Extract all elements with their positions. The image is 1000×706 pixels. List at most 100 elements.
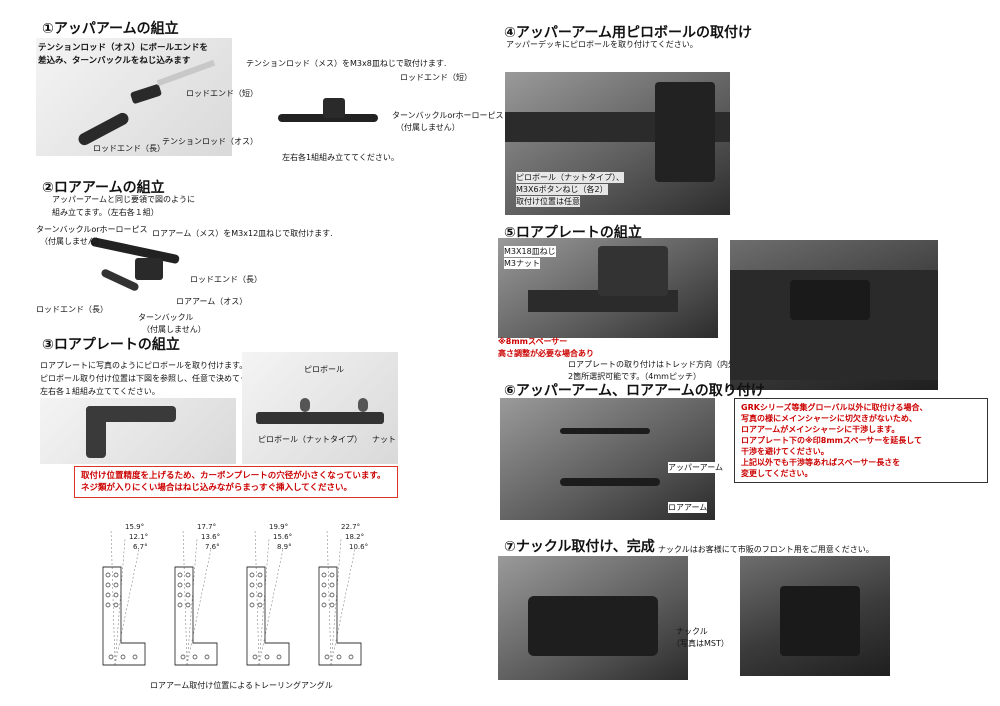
section1-photo-assembled	[268, 84, 388, 140]
section7-photo-right	[740, 556, 890, 676]
section4-note-3: 取付け位置は任意	[516, 196, 580, 207]
trail-plate-outline	[246, 566, 290, 666]
trail-angle-label: 12.1°	[129, 533, 148, 541]
trail-hole	[185, 592, 191, 598]
section1-title: ①アッパアームの組立	[42, 21, 179, 37]
section2-intro-2: 組み立てます。（左右各１組）	[52, 208, 159, 217]
trail-fan-line	[182, 528, 188, 666]
trail-hole	[321, 572, 327, 578]
trail-hole	[132, 654, 138, 660]
trail-angle-label: 15.9°	[125, 523, 144, 531]
trail-hole	[177, 592, 183, 598]
trail-fan-line	[258, 548, 284, 666]
trail-hole	[113, 602, 119, 608]
bulkhead-shape	[598, 246, 668, 296]
section5-tread-note-2: 2箇所選択可能です。（4mmピッチ）	[568, 372, 701, 381]
lower-arm-end-shape	[100, 267, 140, 293]
trail-hole	[321, 582, 327, 588]
trail-fan-line	[326, 528, 332, 666]
section6-photo	[500, 398, 715, 520]
label-turnbuckle-b-2: （付属しません）	[142, 325, 206, 334]
trail-plate-outline	[174, 566, 218, 666]
trail-hole	[329, 602, 335, 608]
label-lower-arm-female: ロアアーム（メス）をM3x12皿ねじで取付けます.	[152, 229, 333, 238]
trail-angle-label: 17.7°	[197, 523, 216, 531]
trail-hole	[177, 572, 183, 578]
trail-hole	[105, 602, 111, 608]
label-pillow-ball: ピロボール	[304, 365, 344, 374]
trail-hole	[105, 592, 111, 598]
trail-hole	[113, 592, 119, 598]
lower-arm-body-shape	[135, 258, 163, 280]
label-rod-end-short-b: ロッドエンド（短）	[400, 73, 472, 82]
trail-fan-line	[186, 538, 198, 666]
trail-hole	[324, 654, 330, 660]
trail-angle-label: 10.6°	[349, 543, 368, 551]
section1-each-side: 左右各1組組み立ててください。	[282, 153, 399, 162]
trail-hole	[252, 654, 258, 660]
grk-note-line2: 写真の様にメインシャーシに切欠きがないため、	[741, 414, 917, 423]
trail-hole	[105, 572, 111, 578]
section7-title: ⑦ナックル取付け、完成	[504, 539, 655, 555]
section3-photo-plate	[40, 398, 236, 464]
section2-title: ②ロアアームの組立	[42, 180, 165, 196]
label-turnbuckle-a-1: ターンバックルorホーローピス	[36, 225, 148, 234]
trail-hole	[348, 654, 354, 660]
section1-photo-parts	[36, 38, 232, 156]
section3-intro-3: 左右各１組組み立ててください。	[40, 387, 160, 396]
section3-warning-line2: ネジ類が入りにくい場合はねじ込みながらまっすぐ挿入してください。	[81, 483, 352, 493]
lower-plate-leg-shape	[86, 406, 106, 458]
section5-grk-note: GRKシリーズ等集グローバル以外に取付ける場合、 写真の様にメインシャーシに切欠…	[734, 398, 988, 483]
gearbox-shape	[655, 82, 715, 182]
rod-end-short-shape	[129, 83, 163, 105]
section4-intro: アッパーデッキにピロボールを取り付けてください。	[506, 40, 698, 49]
grk-note-line3: ロアアームがメインシャーシに干渉します。	[741, 425, 900, 434]
trail-angle-label: 22.7°	[341, 523, 360, 531]
label-turnbuckle-a-2: （付属しません）	[40, 237, 104, 246]
label-lower-arm-male: ロアアーム（オス）	[176, 297, 248, 306]
section5-photo-right	[730, 240, 938, 390]
trail-hole	[276, 654, 282, 660]
trail-hole	[113, 572, 119, 578]
trail-hole	[185, 602, 191, 608]
section5-tread-note-1: ロアプレートの取り付けはトレッド方向（内外）で	[568, 360, 752, 369]
label-knuckle-1: ナックル	[676, 627, 708, 636]
knuckle-side-shape	[780, 586, 860, 656]
trail-hole	[185, 572, 191, 578]
trail-hole	[249, 602, 255, 608]
pillow-plate-shape	[256, 412, 384, 424]
label-m3x18-screw: M3X18皿ねじ	[504, 246, 556, 257]
section2-intro-1: アッパーアームと同じ要領で図のように	[52, 195, 195, 204]
trail-angle-label: 13.6°	[201, 533, 220, 541]
trailing-angle-diagram: 15.9°12.1°6.7°17.7°13.6°7.6°19.9°15.6°8.…	[85, 515, 375, 675]
label-rod-end-short-a: ロッドエンド（短）	[186, 89, 258, 98]
pillow-ball-right-shape	[358, 398, 368, 412]
grk-note-line7: 変更してください。	[741, 469, 813, 478]
section7-intro: ナックルはお客様にて市販のフロント用をご用意ください。	[658, 545, 874, 554]
label-upper-arm: アッパーアーム	[668, 462, 723, 473]
upper-arm-joint-shape	[323, 98, 345, 118]
section2-photo	[80, 236, 190, 306]
trail-hole	[257, 572, 263, 578]
trail-hole	[329, 592, 335, 598]
trail-hole	[204, 654, 210, 660]
knuckle-assembly-shape	[528, 596, 658, 656]
trail-hole	[108, 654, 114, 660]
trail-angle-label: 7.6°	[205, 543, 220, 551]
label-turnbuckle-1: ターンバックルorホーローピス	[392, 111, 504, 120]
trail-hole	[192, 654, 198, 660]
label-tension-rod-female: テンションロッド（メス）をM3x8皿ねじで取付けます.	[246, 59, 447, 68]
trail-hole	[185, 582, 191, 588]
section5-title: ⑤ロアプレートの組立	[504, 225, 642, 241]
label-pillow-ball-nut: ピロボール（ナットタイプ）	[258, 435, 362, 444]
section5-spacer-note-2: 高さ調整が必要な場合あり	[498, 349, 594, 358]
trail-hole	[177, 602, 183, 608]
section3-intro-2: ピロボール取り付け位置は下図を参照し、任意で決めてください。	[40, 374, 280, 383]
grk-note-line6: 上記以外でも干渉等あればスペーサー長さを	[741, 458, 901, 467]
trail-hole	[264, 654, 270, 660]
grk-note-line4: ロアプレート下の※印8mmスペーサーを延長して	[741, 436, 923, 445]
section3-warning: 取付け位置精度を上げるため、カーボンプレートの穴径が小さくなっています。 ネジ類…	[74, 466, 398, 498]
section4-title: ④アッパーアーム用ピロボールの取付け	[504, 25, 753, 41]
grk-note-line5: 干渉を避けてください。	[741, 447, 829, 456]
label-turnbuckle-b-1: ターンバックル	[138, 313, 194, 322]
